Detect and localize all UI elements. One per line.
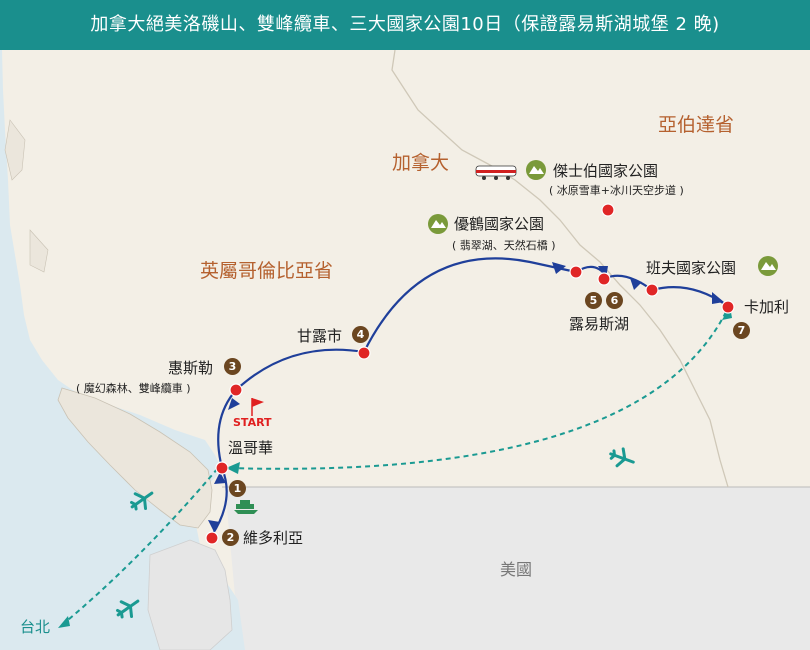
airplane-icon — [116, 599, 140, 619]
city-sub-whistler: ( 魔幻森林、雙峰纜車 ) — [76, 382, 191, 395]
park-icon-banff — [758, 256, 778, 276]
start-flag-icon — [251, 398, 264, 416]
city-dot-jasper[interactable] — [601, 203, 615, 217]
city-label-kamloops[interactable]: 甘露市 — [297, 327, 343, 345]
city-label-calgary[interactable]: 卡加利 — [744, 298, 790, 316]
park-label-jasper[interactable]: 傑士伯國家公園 — [553, 162, 659, 180]
train-icon — [475, 165, 517, 180]
land-usa — [225, 487, 810, 650]
day-badge-lakelouise-a: 5 — [585, 292, 602, 309]
olympic-peninsula — [147, 539, 233, 650]
day-badge-whistler: 3 — [224, 358, 241, 375]
park-sub-yoho: ( 翡翠湖、天然石橋 ) — [452, 239, 556, 252]
route-arrow — [712, 292, 724, 304]
vancouver-island — [57, 387, 213, 529]
day-badge-kamloops: 4 — [352, 326, 369, 343]
start-label: START — [233, 416, 272, 429]
region-label-bc: 英屬哥倫比亞省 — [200, 260, 334, 282]
route-arrow — [552, 262, 566, 274]
city-dot-kamloops[interactable] — [357, 346, 371, 360]
flight-path-taipei-vancouver — [61, 467, 219, 626]
island-mid — [29, 229, 49, 273]
region-label-canada: 加拿大 — [392, 152, 450, 174]
city-dot-calgary[interactable] — [721, 300, 735, 314]
park-icon-jasper — [526, 160, 546, 180]
park-label-yoho[interactable]: 優鶴國家公園 — [454, 215, 545, 233]
flight-arrow-vancouver — [226, 462, 240, 474]
route-arrow — [214, 472, 226, 484]
city-dot-lakelouise[interactable] — [597, 272, 611, 286]
route-arrow — [630, 278, 642, 290]
city-dot-vancouver[interactable] — [215, 461, 229, 475]
route-whistler-kamloops — [235, 348, 365, 391]
park-label-banff[interactable]: 班夫國家公園 — [646, 259, 737, 277]
page-title: 加拿大絕美洛磯山、雙峰纜車、三大國家公園10日（保證露易斯湖城堡 2 晚) — [0, 0, 810, 50]
city-label-taipei[interactable]: 台北 — [20, 618, 51, 636]
route-arrow — [228, 398, 240, 410]
city-dots — [205, 203, 735, 545]
route-arrow — [208, 520, 220, 532]
city-dot-banff[interactable] — [645, 283, 659, 297]
airplane-icon — [130, 491, 154, 511]
route-kamloops-lakelouise — [363, 257, 577, 353]
island-north — [4, 119, 26, 181]
city-dot-whistler[interactable] — [229, 383, 243, 397]
region-label-usa: 美國 — [500, 560, 533, 579]
city-dot-victoria[interactable] — [205, 531, 219, 545]
day-badge-vancouver: 1 — [229, 480, 246, 497]
city-label-victoria[interactable]: 維多利亞 — [243, 529, 304, 547]
airplane-icon — [609, 447, 635, 468]
region-label-alberta: 亞伯達省 — [658, 114, 735, 136]
city-label-vancouver[interactable]: 溫哥華 — [228, 439, 274, 457]
city-dot-yoho[interactable] — [569, 265, 583, 279]
day-badge-calgary: 7 — [733, 322, 750, 339]
park-sub-jasper: ( 冰原雪車+冰川天空步道 ) — [549, 184, 684, 197]
city-label-lakelouise[interactable]: 露易斯湖 — [569, 315, 630, 333]
day-badge-victoria: 2 — [222, 529, 239, 546]
route-vancouver-whistler — [217, 389, 237, 469]
day-badge-lakelouise-b: 6 — [606, 292, 623, 309]
park-icon-yoho — [428, 214, 448, 234]
flight-arrow-taipei — [58, 616, 70, 628]
border-bc-alberta — [391, 49, 729, 488]
city-label-whistler[interactable]: 惠斯勒 — [168, 359, 214, 377]
ferry-icon — [234, 500, 258, 514]
